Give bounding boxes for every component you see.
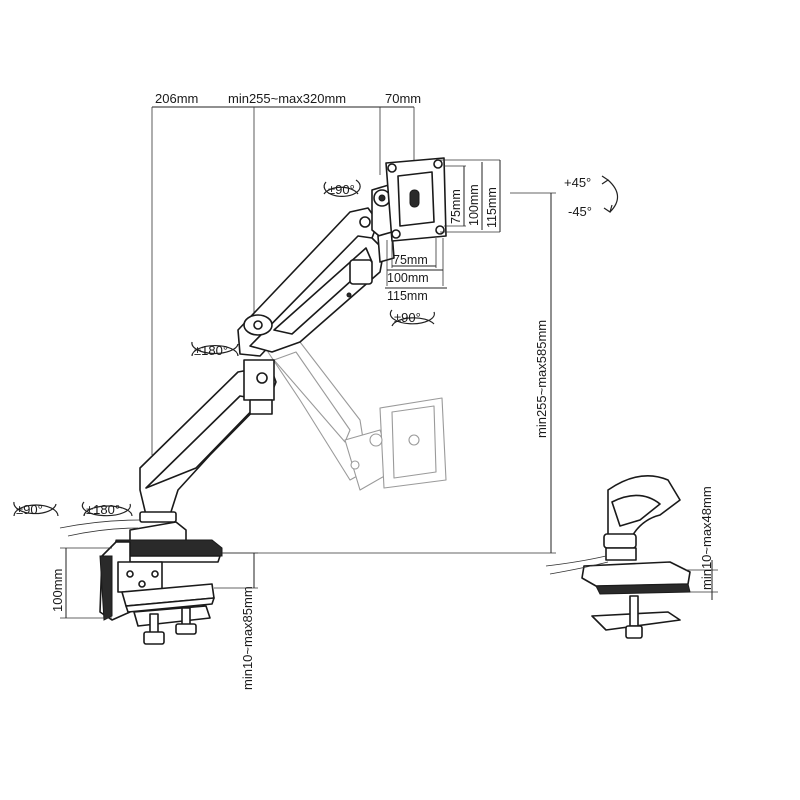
lower-arm	[139, 359, 277, 516]
vesa-h-115-label: 115mm	[485, 187, 499, 228]
clamp-height-dimension	[60, 547, 112, 619]
ghost-arm-position	[267, 341, 447, 491]
vesa-w-100-label: 100mm	[387, 271, 429, 285]
grommet-mount	[581, 474, 691, 639]
arm-span-label: min255~max320mm	[228, 91, 346, 106]
cable-lines-right	[545, 555, 609, 575]
vesa-horizontal-dimensions	[385, 238, 447, 289]
tilt-arc-icon	[601, 175, 619, 213]
elbow-swivel-badge	[191, 341, 239, 357]
elbow-swivel-label: ±180°	[194, 343, 228, 358]
tilt-down-label: -45°	[568, 204, 592, 219]
base-swivel-badge	[13, 501, 59, 517]
head-swivel-label: ±90°	[328, 182, 355, 197]
head-rotate-label: ±90°	[394, 310, 421, 325]
vesa-h-75-label: 75mm	[449, 189, 463, 224]
clamp-height-label: 100mm	[50, 569, 65, 612]
desk-clamp	[99, 511, 223, 645]
arm-reach-label: 206mm	[155, 91, 198, 106]
vesa-vertical-dimensions	[440, 159, 501, 233]
upper-arm	[237, 207, 385, 357]
head-rotate-badge	[389, 309, 435, 327]
vesa-h-100-label: 100mm	[467, 184, 481, 226]
tilt-up-label: +45°	[564, 175, 591, 190]
head-swivel-badge	[323, 179, 361, 197]
base-rotate-label: ±180°	[86, 502, 120, 517]
desk-thickness-grommet-dimension	[686, 560, 718, 600]
desk-thickness-clamp-dimension	[214, 552, 258, 589]
vesa-w-115-label: 115mm	[387, 289, 428, 303]
base-rotate-badge	[81, 501, 133, 517]
desk-thickness-grommet-label: min10~max48mm	[699, 486, 714, 590]
bracket-offset-label: 70mm	[385, 91, 421, 106]
height-range-dimension	[210, 192, 556, 554]
cable-lines-left	[59, 519, 141, 537]
vesa-w-75-label: 75mm	[393, 253, 428, 267]
base-swivel-label: ±90°	[16, 502, 43, 517]
vesa-plate	[385, 157, 447, 242]
top-dimension-lines	[151, 106, 415, 455]
desk-thickness-clamp-label: min10~max85mm	[240, 586, 255, 690]
height-range-label: min255~max585mm	[534, 320, 549, 438]
